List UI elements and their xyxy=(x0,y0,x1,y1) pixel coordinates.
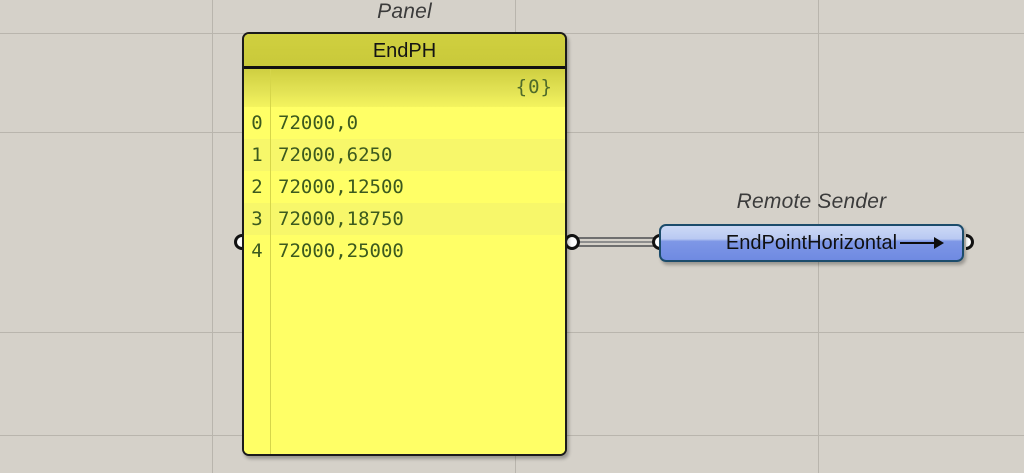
wire-strand xyxy=(571,237,661,239)
panel-path-label: {0} xyxy=(515,76,553,98)
table-row[interactable]: 1 72000,6250 xyxy=(244,139,565,171)
row-index: 4 xyxy=(251,240,263,262)
row-value: 72000,12500 xyxy=(278,176,404,198)
remote-sender-label: EndPointHorizontal xyxy=(725,231,898,254)
panel-component[interactable]: EndPH {0} 0 72000,0 1 72000,6250 2 72000… xyxy=(242,32,567,456)
row-value: 72000,0 xyxy=(278,112,359,134)
row-value: 72000,25000 xyxy=(278,240,404,262)
row-value: 72000,6250 xyxy=(278,144,393,166)
panel-input-port[interactable] xyxy=(234,234,242,250)
arrow-right-icon xyxy=(900,236,944,250)
sender-output-port[interactable] xyxy=(966,234,974,250)
table-row[interactable]: 3 72000,18750 xyxy=(244,203,565,235)
panel-header-title[interactable]: EndPH xyxy=(244,34,565,69)
row-index: 1 xyxy=(251,144,263,166)
panel-empty-area xyxy=(244,267,565,454)
panel-body[interactable]: {0} 0 72000,0 1 72000,6250 2 72000,12500… xyxy=(244,69,565,454)
grid-line-vertical xyxy=(212,0,213,473)
row-index: 0 xyxy=(251,112,263,134)
panel-caption: Panel xyxy=(377,0,432,23)
wire-strand xyxy=(571,245,661,247)
row-index: 2 xyxy=(251,176,263,198)
table-row[interactable]: 2 72000,12500 xyxy=(244,171,565,203)
connection-wire[interactable] xyxy=(571,237,661,247)
row-value: 72000,18750 xyxy=(278,208,404,230)
panel-column-divider xyxy=(270,69,271,454)
panel-path-row: {0} xyxy=(244,69,565,107)
wire-strand xyxy=(571,241,661,243)
row-index: 3 xyxy=(251,208,263,230)
remote-sender-caption: Remote Sender xyxy=(736,190,887,213)
table-row[interactable]: 0 72000,0 xyxy=(244,107,565,139)
remote-sender-component[interactable]: EndPointHorizontal xyxy=(659,224,964,262)
table-row[interactable]: 4 72000,25000 xyxy=(244,235,565,267)
